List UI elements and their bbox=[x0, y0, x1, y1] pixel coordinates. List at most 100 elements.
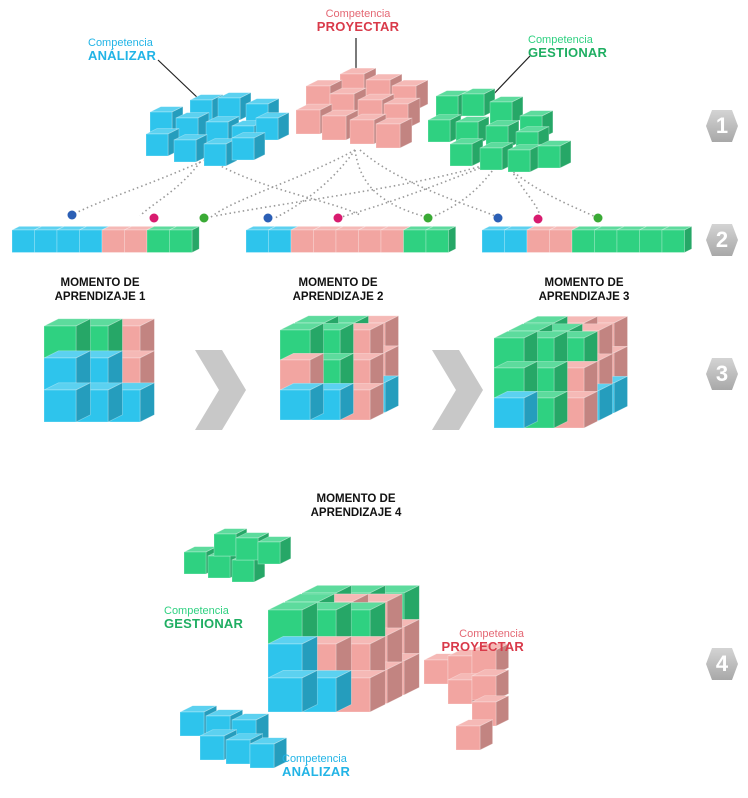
gestionar-name: GESTIONAR bbox=[528, 45, 608, 60]
cube-front-face bbox=[504, 229, 528, 253]
cube-front-face bbox=[526, 229, 550, 253]
cube-front-face bbox=[235, 537, 259, 561]
analizar-name: ANÁLIZAR bbox=[88, 48, 157, 63]
step-number-3: 3 bbox=[709, 359, 735, 389]
cube-side-face bbox=[309, 382, 324, 421]
step-number-4: 4 bbox=[709, 649, 735, 679]
cube-side-face bbox=[191, 225, 200, 254]
cube-block bbox=[507, 144, 542, 173]
proyectar-cube-cluster bbox=[295, 67, 429, 149]
cube-front-face bbox=[455, 725, 481, 751]
cube-side-face bbox=[448, 225, 457, 254]
competencia-prefix: Competencia bbox=[282, 753, 347, 765]
cube-side-face bbox=[75, 382, 91, 423]
cube-block bbox=[43, 350, 91, 391]
chevron-right-icon bbox=[432, 350, 483, 430]
cube-front-face bbox=[183, 551, 207, 575]
gestionar-label-bottom: Competencia GESTIONAR bbox=[164, 605, 243, 631]
step-badge-1 bbox=[706, 110, 738, 142]
cube-block bbox=[249, 737, 287, 769]
cube-block bbox=[427, 114, 462, 143]
cube-block bbox=[267, 635, 318, 679]
cube-front-face bbox=[257, 541, 281, 565]
cube-front-face bbox=[425, 229, 449, 253]
competency-dot bbox=[593, 213, 603, 223]
analizar-name: ANÁLIZAR bbox=[282, 764, 351, 779]
cube-front-face bbox=[616, 229, 640, 253]
cube-block bbox=[375, 117, 413, 149]
cube-side-face bbox=[684, 225, 693, 254]
cube-side-face bbox=[339, 382, 354, 421]
step-number-text: 4 bbox=[715, 651, 729, 676]
gestionar-cube-cluster bbox=[427, 88, 572, 173]
competencia-prefix: Competencia bbox=[88, 37, 153, 49]
cube-front-face bbox=[146, 229, 170, 253]
proyectar-label-bottom: Competencia PROYECTAR bbox=[434, 628, 524, 654]
cube-front-face bbox=[56, 229, 80, 253]
cube-front-face bbox=[267, 677, 303, 713]
cube-side-face bbox=[386, 661, 403, 705]
cube-side-face bbox=[583, 390, 598, 429]
cube-front-face bbox=[375, 123, 401, 149]
gestionar-label-top: Competencia GESTIONAR bbox=[528, 34, 607, 60]
cube-front-face bbox=[427, 119, 451, 143]
cube-block bbox=[301, 601, 352, 645]
cube-block bbox=[471, 669, 509, 701]
cube-front-face bbox=[349, 119, 375, 145]
moment-3-cube bbox=[493, 315, 628, 429]
cube-front-face bbox=[79, 229, 103, 253]
cube-block bbox=[43, 318, 91, 359]
cube-block bbox=[489, 96, 524, 125]
competency-dot bbox=[423, 213, 433, 223]
moment-title-line1: MOMENTO DE bbox=[544, 277, 624, 289]
cube-block bbox=[471, 643, 509, 675]
cube-block bbox=[217, 92, 252, 121]
cube-block bbox=[425, 225, 457, 254]
step-number-2: 2 bbox=[709, 225, 735, 255]
cube-block bbox=[267, 669, 318, 713]
cube-front-face bbox=[449, 143, 473, 167]
cube-block bbox=[661, 225, 693, 254]
cube-block bbox=[43, 382, 91, 423]
cube-front-face bbox=[290, 229, 314, 253]
cube-front-face bbox=[101, 229, 125, 253]
moment-title-line1: MOMENTO DE bbox=[298, 277, 378, 289]
cube-block bbox=[349, 113, 387, 145]
analizar-label-top: Competencia ANÁLIZAR bbox=[88, 37, 156, 63]
moment-1-cube bbox=[43, 318, 155, 423]
cube-front-face bbox=[279, 389, 311, 421]
competency-dot bbox=[533, 214, 543, 224]
gestionar-name: GESTIONAR bbox=[164, 616, 244, 631]
competency-dot bbox=[333, 213, 343, 223]
cube-front-face bbox=[11, 229, 35, 253]
cube-front-face bbox=[549, 229, 573, 253]
cube-block bbox=[523, 390, 568, 429]
cube-front-face bbox=[571, 229, 595, 253]
cube-front-face bbox=[461, 93, 485, 117]
cube-front-face bbox=[217, 97, 241, 121]
cube-front-face bbox=[447, 679, 473, 705]
step-number-1: 1 bbox=[709, 111, 735, 141]
cube-block bbox=[455, 719, 493, 751]
moment-4-title: MOMENTO DE APRENDIZAJE 4 bbox=[296, 492, 416, 520]
step-badge-2 bbox=[706, 224, 738, 256]
cube-front-face bbox=[639, 229, 663, 253]
moment-4-cube bbox=[179, 528, 509, 769]
competency-dot bbox=[67, 210, 77, 220]
cube-front-face bbox=[145, 133, 169, 157]
cube-side-face bbox=[523, 390, 538, 429]
cube-front-face bbox=[403, 229, 427, 253]
cube-side-face bbox=[139, 382, 155, 423]
cube-front-face bbox=[43, 389, 77, 423]
step-number-text: 1 bbox=[715, 113, 729, 138]
moment-title-line1: MOMENTO DE bbox=[60, 277, 140, 289]
step-badge-4 bbox=[706, 648, 738, 680]
cube-front-face bbox=[173, 139, 197, 163]
cube-front-face bbox=[661, 229, 685, 253]
cube-front-face bbox=[268, 229, 292, 253]
proyectar-name: PROYECTAR bbox=[316, 19, 400, 34]
cube-front-face bbox=[479, 147, 503, 171]
cube-side-face bbox=[107, 382, 123, 423]
cube-front-face bbox=[313, 229, 337, 253]
moment-title-line2: APRENDIZAJE 1 bbox=[54, 291, 146, 303]
